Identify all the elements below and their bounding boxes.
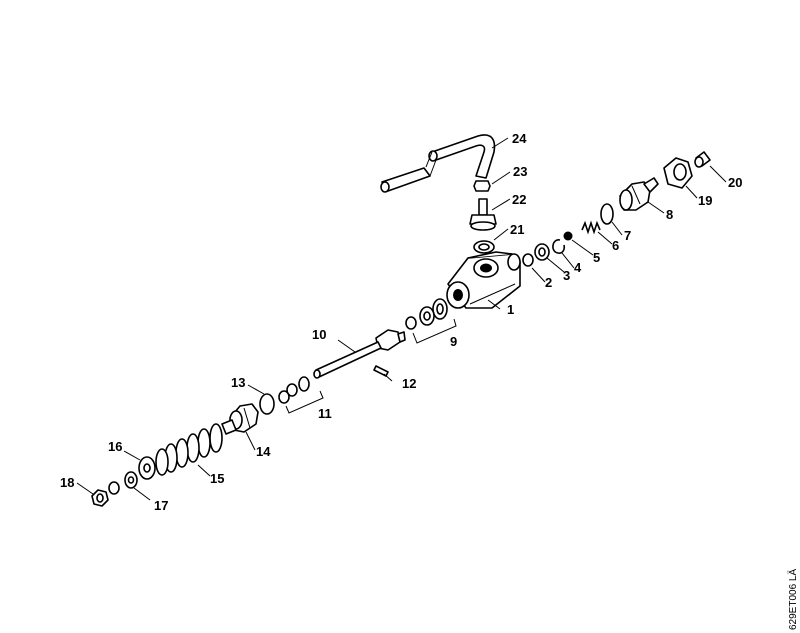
part-9-seal-set <box>405 298 457 344</box>
label-14: 14 <box>256 444 271 459</box>
part-17-washer <box>124 471 138 489</box>
part-2-o-ring <box>522 253 534 267</box>
part-10-valve-needle <box>313 329 406 379</box>
label-12: 12 <box>402 376 416 391</box>
label-9: 9 <box>450 334 457 349</box>
part-16-washer <box>138 456 156 480</box>
part-7-o-ring <box>600 203 614 225</box>
label-1: 1 <box>507 302 514 317</box>
label-15: 15 <box>210 471 224 486</box>
part-11-o-ring-set <box>278 376 324 414</box>
label-3: 3 <box>563 268 570 283</box>
label-2: 2 <box>545 275 552 290</box>
label-21: 21 <box>510 222 524 237</box>
part-19-nut <box>663 157 693 189</box>
part-24-hose <box>380 134 496 193</box>
label-17: 17 <box>154 498 168 513</box>
part-5-ball <box>563 231 573 241</box>
label-23: 23 <box>513 164 527 179</box>
part-20-sleeve <box>694 151 711 168</box>
label-24: 24 <box>512 131 527 146</box>
part-22-hose-nipple <box>469 198 497 231</box>
part-4-circlip <box>552 239 566 254</box>
part-13-o-ring <box>259 393 275 415</box>
label-20: 20 <box>728 175 742 190</box>
label-7: 7 <box>624 228 631 243</box>
label-8: 8 <box>666 207 673 222</box>
label-18: 18 <box>60 475 74 490</box>
part-8-union-fitting <box>619 177 659 211</box>
label-16: 16 <box>108 439 122 454</box>
drawing-reference-code: 629ET006 LÄ <box>787 569 799 630</box>
part-17-spacer <box>108 481 120 495</box>
part-14-adjusting-screw <box>221 403 259 435</box>
part-21-washer <box>473 240 495 254</box>
label-6: 6 <box>612 238 619 253</box>
label-4: 4 <box>574 260 582 275</box>
part-15-spring <box>155 423 223 476</box>
label-10: 10 <box>312 327 326 342</box>
label-11: 11 <box>318 406 332 421</box>
part-12-pin <box>373 365 389 377</box>
part-23-nut <box>473 180 491 192</box>
label-13: 13 <box>231 375 245 390</box>
label-5: 5 <box>593 250 600 265</box>
part-3-washer <box>534 243 550 261</box>
label-22: 22 <box>512 192 526 207</box>
part-labels: 24 23 22 21 1 2 3 4 5 6 7 8 19 20 9 10 1… <box>60 131 742 513</box>
part-1-valve-housing <box>446 251 521 309</box>
label-19: 19 <box>698 193 712 208</box>
part-18-nut <box>91 489 109 507</box>
part-6-spring <box>581 220 601 235</box>
leader-lines <box>76 137 727 501</box>
